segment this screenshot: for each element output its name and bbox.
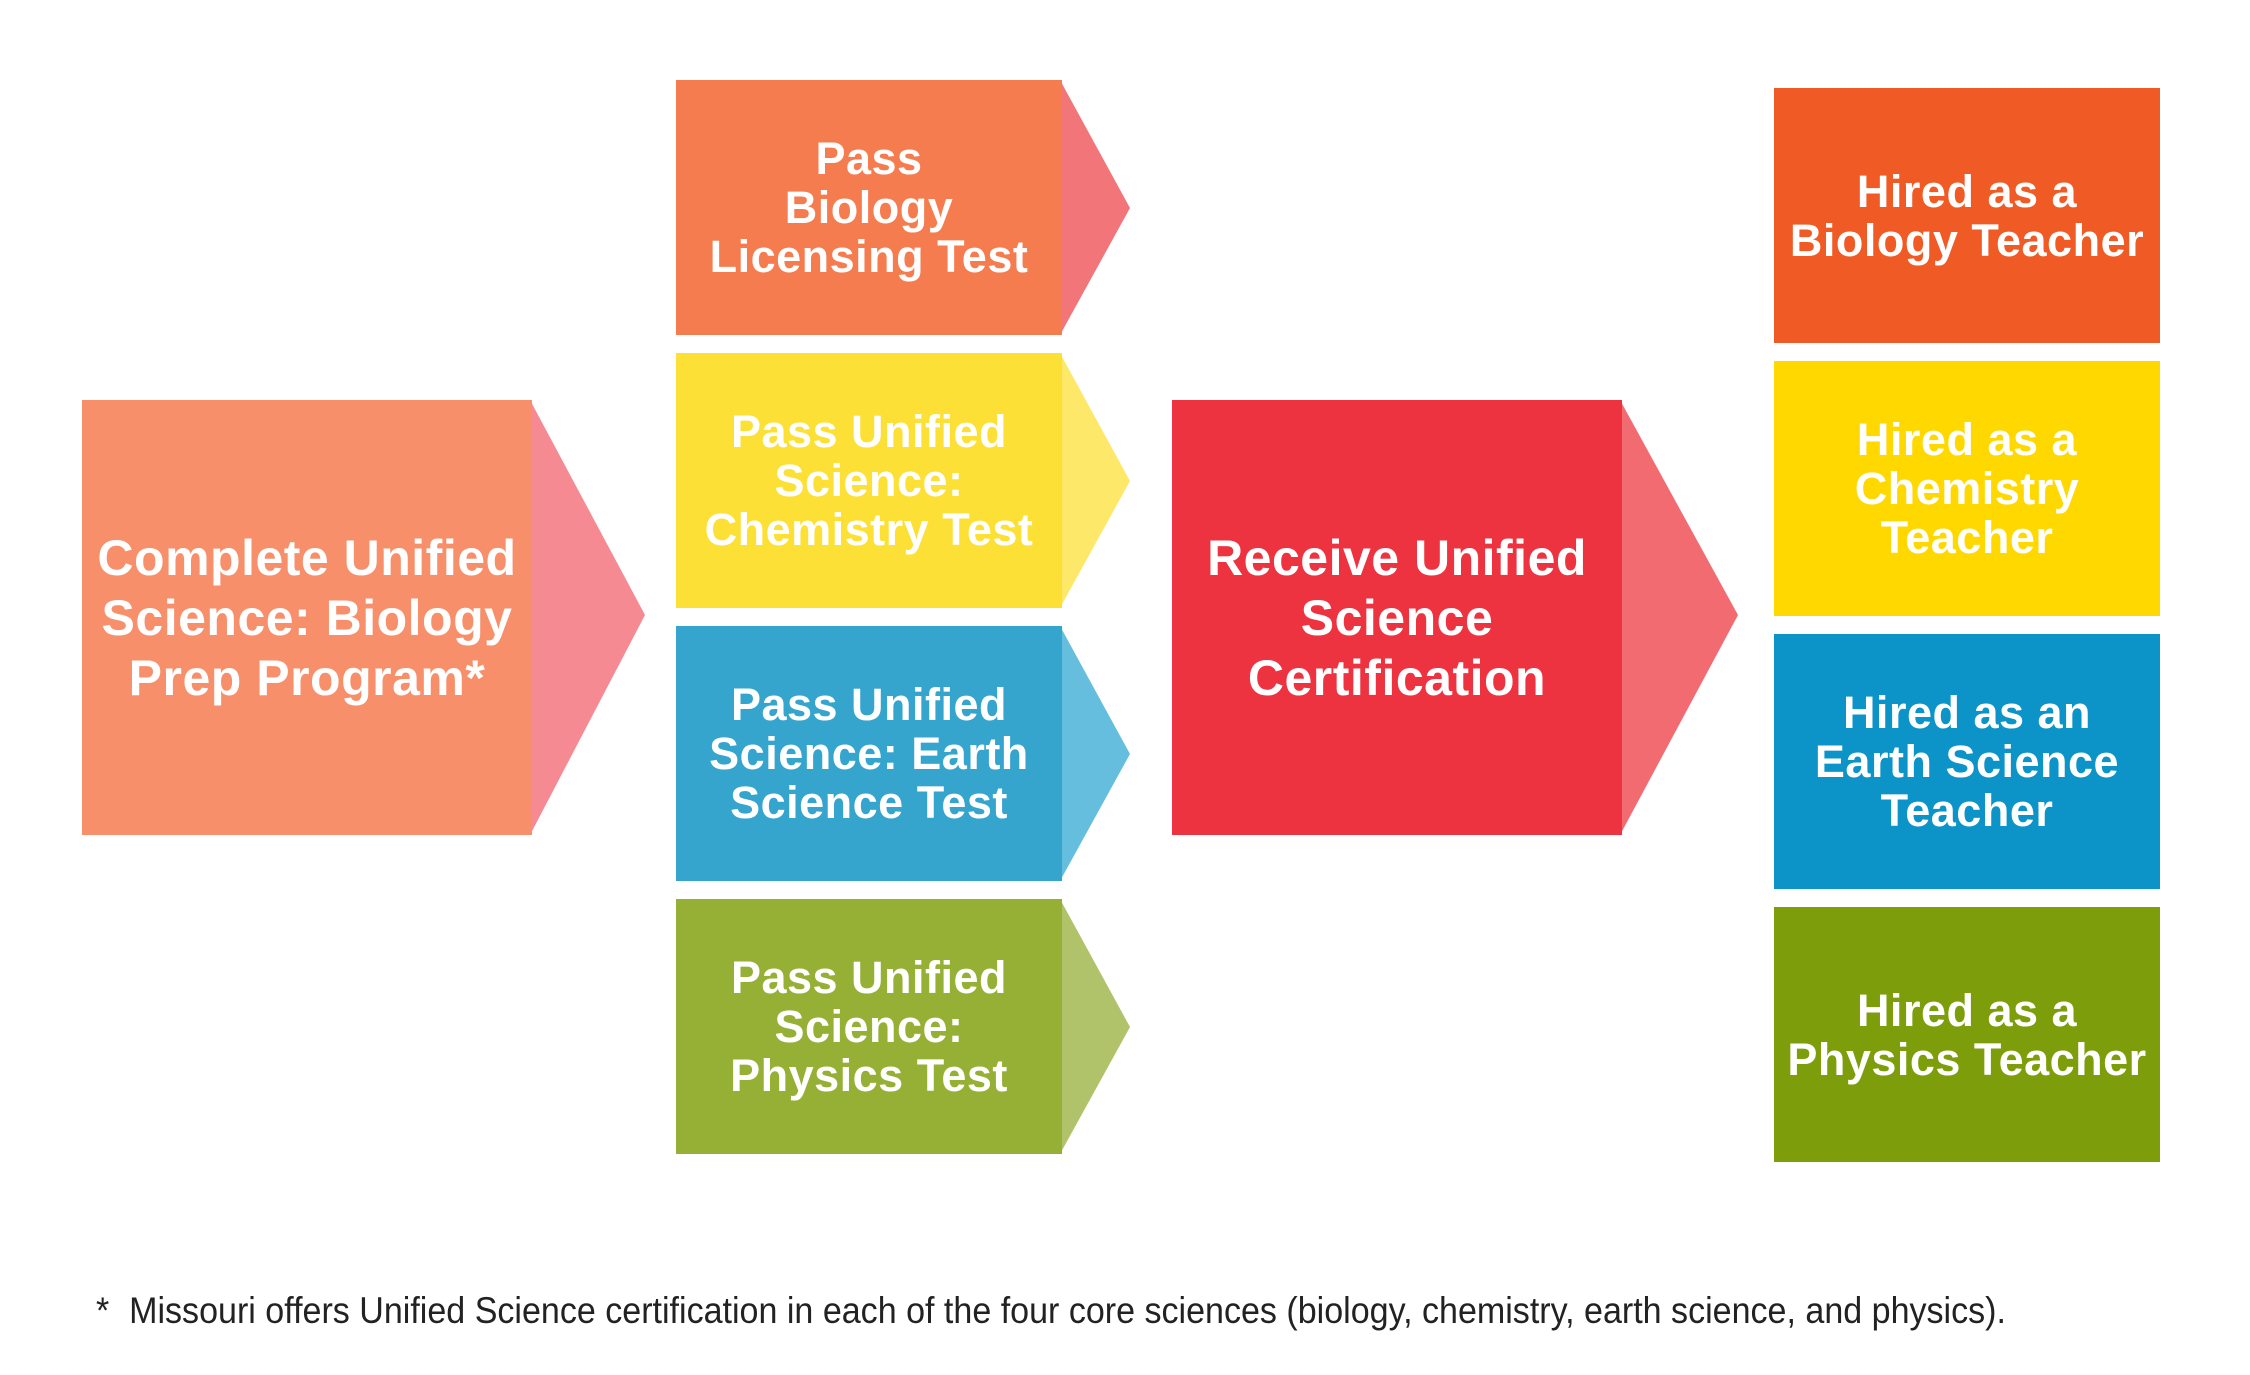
biology-test-box: Pass Biology Licensing Test bbox=[676, 80, 1062, 335]
earth-test-arrow bbox=[1060, 626, 1130, 881]
physics-teacher-label: Hired as a Physics Teacher bbox=[1787, 984, 2147, 1085]
start-step-label: Complete Unified Science: Biology Prep P… bbox=[97, 529, 517, 706]
physics-test-arrow-shape bbox=[1060, 899, 1130, 1154]
start-step-box: Complete Unified Science: Biology Prep P… bbox=[82, 400, 532, 835]
chemistry-teacher-label: Hired as a Chemistry Teacher bbox=[1854, 414, 2080, 563]
certification-arrow-shape bbox=[1620, 400, 1738, 835]
physics-test-arrow bbox=[1060, 899, 1130, 1154]
biology-test-label: Pass Biology Licensing Test bbox=[709, 133, 1029, 282]
chemistry-test-label: Pass Unified Science: Chemistry Test bbox=[704, 406, 1034, 555]
certification-arrow bbox=[1620, 400, 1738, 835]
earth-test-arrow-shape bbox=[1060, 626, 1130, 881]
certification-label: Receive Unified Science Certification bbox=[1207, 529, 1587, 706]
earth-test-label: Pass Unified Science: Earth Science Test bbox=[709, 679, 1029, 828]
physics-test-box: Pass Unified Science: Physics Test bbox=[676, 899, 1062, 1154]
chemistry-teacher-box: Hired as a Chemistry Teacher bbox=[1774, 361, 2160, 616]
biology-test-arrow bbox=[1060, 80, 1130, 335]
chemistry-test-arrow bbox=[1060, 353, 1130, 608]
biology-teacher-label: Hired as a Biology Teacher bbox=[1789, 165, 2145, 266]
earth-teacher-box: Hired as an Earth Science Teacher bbox=[1774, 634, 2160, 889]
start-arrow bbox=[530, 400, 645, 835]
footnote: * Missouri offers Unified Science certifi… bbox=[96, 1290, 2006, 1332]
certification-box: Receive Unified Science Certification bbox=[1172, 400, 1622, 835]
biology-test-arrow-shape bbox=[1060, 80, 1130, 335]
footnote-marker: * bbox=[96, 1290, 110, 1331]
footnote-text: Missouri offers Unified Science certific… bbox=[129, 1290, 2006, 1331]
start-arrow-shape bbox=[530, 400, 645, 835]
biology-teacher-box: Hired as a Biology Teacher bbox=[1774, 88, 2160, 343]
physics-teacher-box: Hired as a Physics Teacher bbox=[1774, 907, 2160, 1162]
earth-teacher-label: Hired as an Earth Science Teacher bbox=[1814, 687, 2120, 836]
physics-test-label: Pass Unified Science: Physics Test bbox=[730, 952, 1008, 1101]
chemistry-test-arrow-shape bbox=[1060, 353, 1130, 608]
earth-test-box: Pass Unified Science: Earth Science Test bbox=[676, 626, 1062, 881]
chemistry-test-box: Pass Unified Science: Chemistry Test bbox=[676, 353, 1062, 608]
